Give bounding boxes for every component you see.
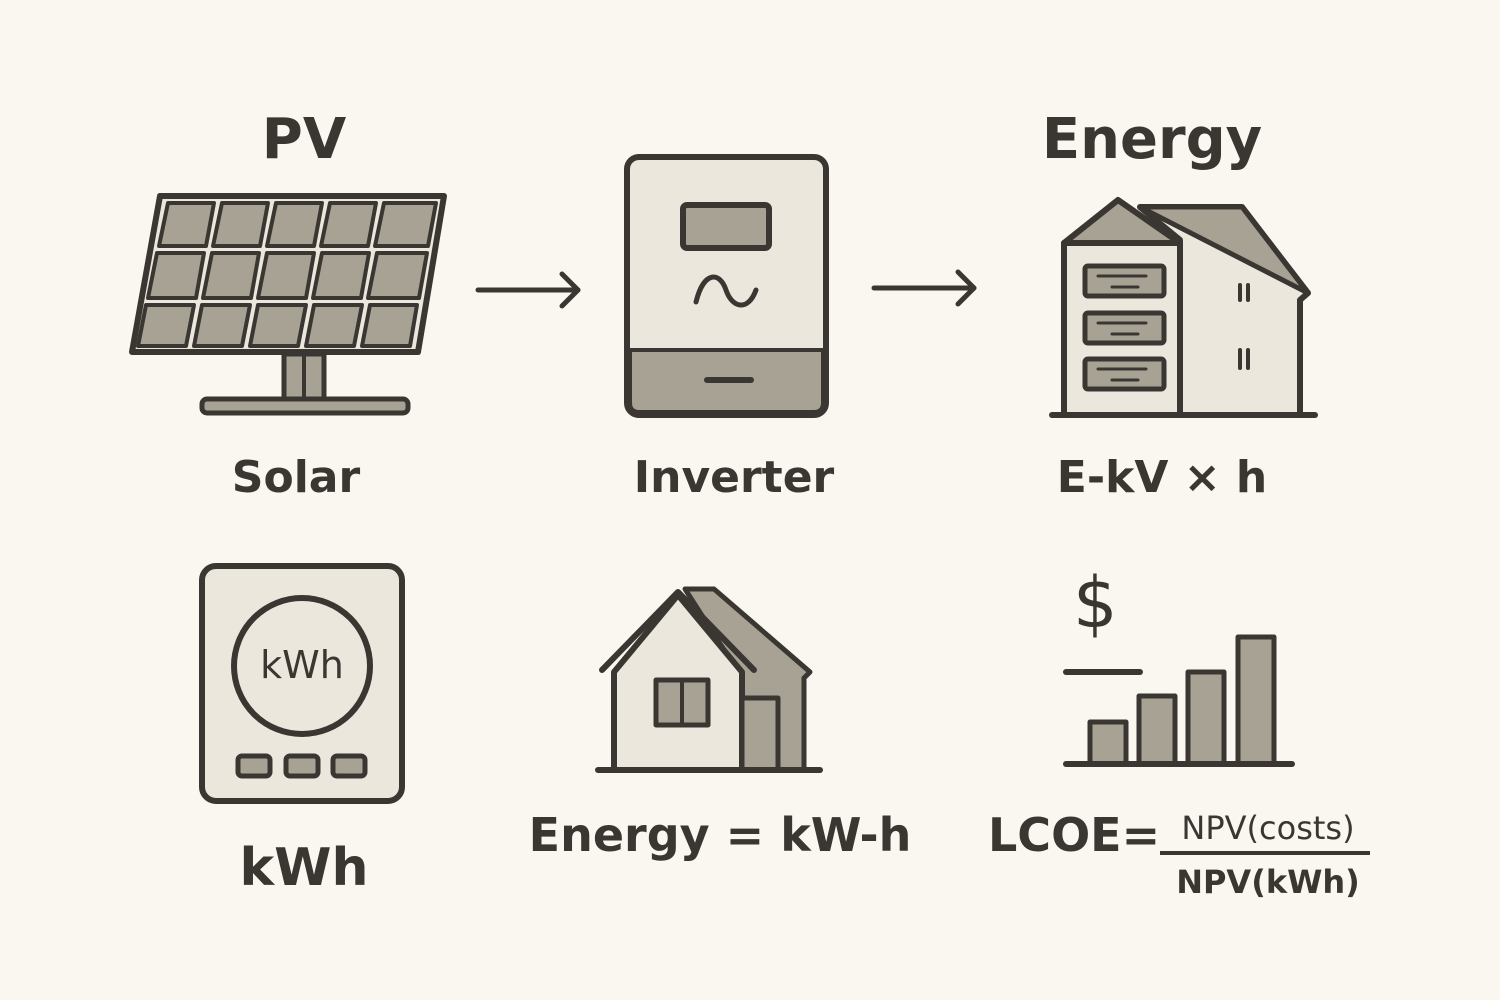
energy-formula-caption: E-kV × h xyxy=(1056,452,1268,503)
inverter-icon xyxy=(624,154,829,418)
energy-equation-caption: Energy = kW-h xyxy=(528,808,912,862)
arrow-right-icon xyxy=(871,269,977,307)
lcoe-denominator: NPV(kWh) xyxy=(1176,863,1360,901)
bar-chart-icon xyxy=(1063,634,1295,767)
chart-bar xyxy=(1235,634,1277,767)
pv-heading: PV xyxy=(261,107,347,172)
lcoe-label: LCOE= xyxy=(988,808,1161,862)
lcoe-numerator: NPV(costs) xyxy=(1181,809,1355,847)
inverter-caption: Inverter xyxy=(633,452,835,503)
chart-bar xyxy=(1185,669,1227,767)
kwh-caption: kWh xyxy=(239,838,369,898)
energy-meter-icon xyxy=(199,563,405,804)
arrow-right-icon xyxy=(475,271,581,309)
energy-heading: Energy xyxy=(1041,107,1263,172)
chart-bar xyxy=(1136,693,1178,767)
solar-panel-icon xyxy=(129,193,447,416)
meter-dial-label: kWh xyxy=(260,643,344,687)
house-icon xyxy=(595,586,823,773)
battery-house-icon xyxy=(1049,197,1318,418)
chart-bar xyxy=(1087,719,1129,767)
dollar-sign-icon: $ xyxy=(1073,562,1118,644)
solar-caption: Solar xyxy=(231,452,361,503)
